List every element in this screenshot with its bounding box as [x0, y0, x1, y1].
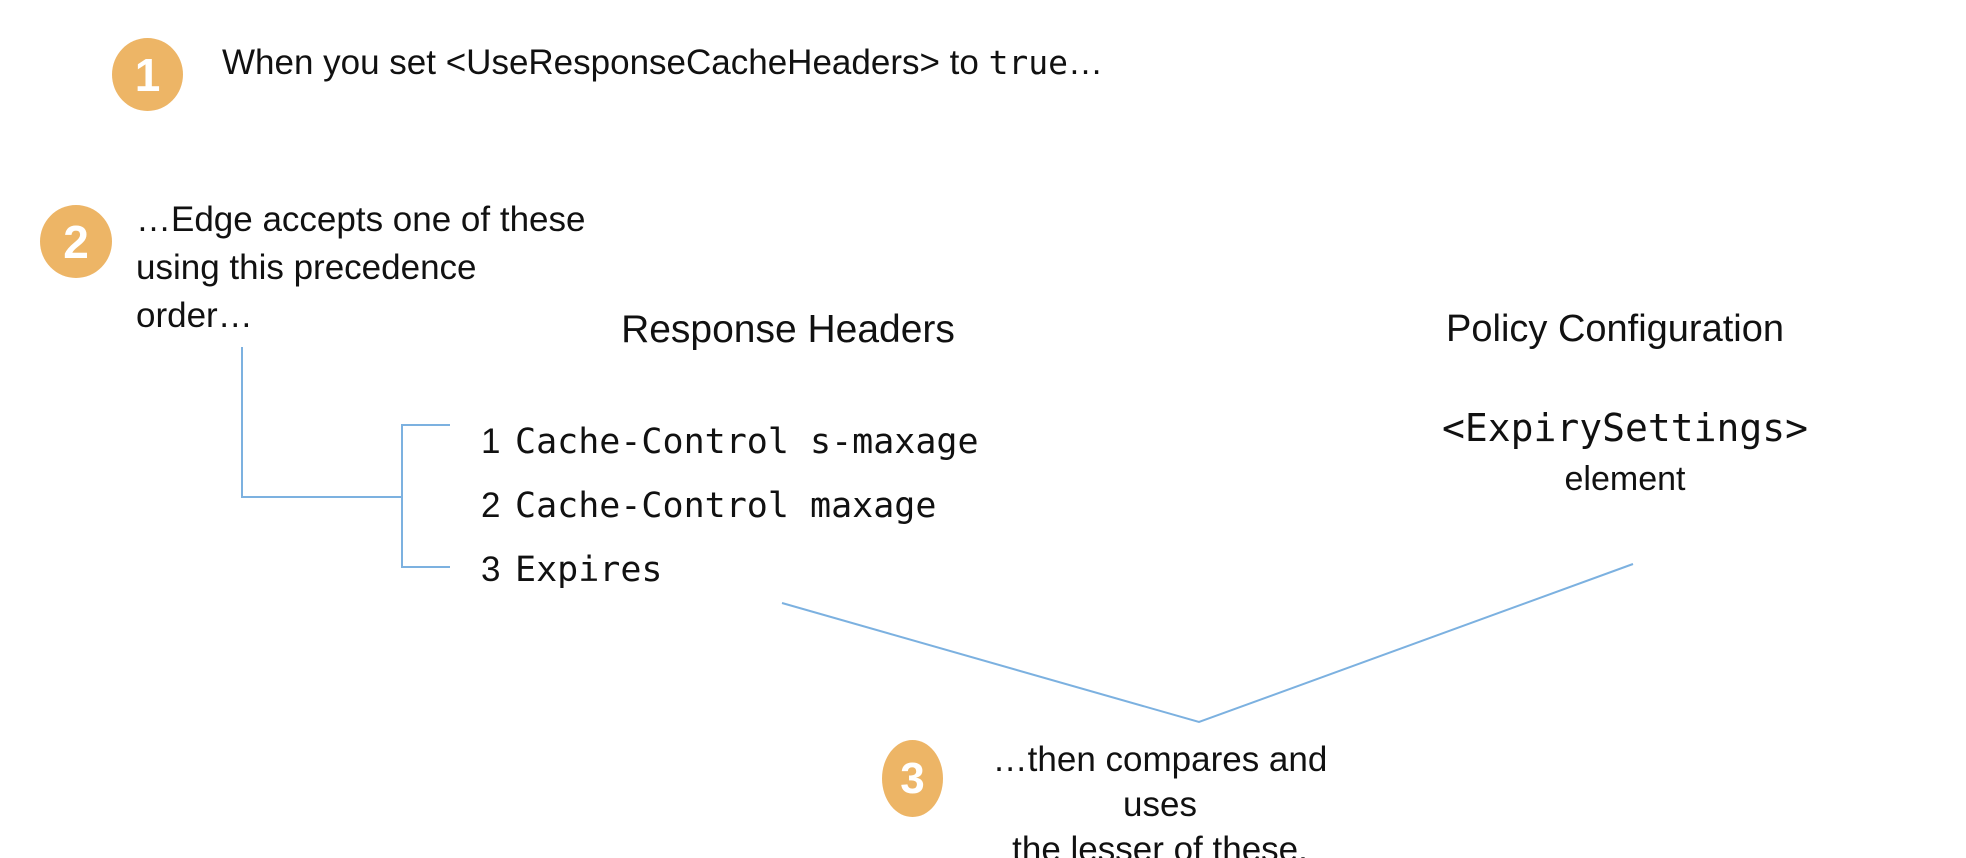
precedence-elbow-line: [241, 347, 402, 498]
step-3-number: 3: [900, 753, 925, 803]
item-1-code: Cache-Control s-maxage: [515, 422, 979, 462]
response-headers-heading: Response Headers: [621, 308, 955, 351]
step-2-line-3: order…: [136, 296, 253, 335]
step-1-code-true: true: [988, 43, 1069, 82]
item-3-code: Expires: [515, 550, 663, 590]
response-header-item: 3 Expires: [481, 541, 979, 605]
step-1-number: 1: [134, 48, 161, 101]
item-3-order: 3: [481, 550, 501, 589]
step-1-text-suffix: …: [1068, 43, 1104, 82]
step-2-line-2: using this precedence: [136, 248, 477, 287]
step-3-line-2: the lesser of these.: [1012, 830, 1308, 858]
step-1-text: When you set <UseResponseCacheHeaders> t…: [222, 40, 1103, 86]
step-2-line-1: …Edge accepts one of these: [136, 200, 586, 239]
step-3-badge: 3: [882, 740, 943, 817]
step-3-text: …then compares and uses the lesser of th…: [960, 737, 1360, 858]
response-headers-list: 1 Cache-Control s-maxage 2 Cache-Control m…: [481, 413, 979, 605]
item-2-order: 2: [481, 486, 501, 525]
step-2-number: 2: [63, 215, 89, 268]
step-1-text-prefix: When you set <UseResponseCacheHeaders> t…: [222, 43, 989, 82]
item-2-code: Cache-Control maxage: [515, 486, 937, 526]
step-3-line-1: …then compares and uses: [992, 740, 1328, 824]
policy-configuration-heading: Policy Configuration: [1446, 308, 1784, 350]
response-header-item: 1 Cache-Control s-maxage: [481, 413, 979, 477]
step-2-text: …Edge accepts one of these using this pr…: [136, 196, 596, 340]
item-1-order: 1: [481, 422, 501, 461]
precedence-bracket: [401, 424, 450, 568]
expiry-settings-element-label: element: [1564, 460, 1686, 498]
step-2-badge: 2: [40, 205, 112, 278]
expiry-settings-code: <ExpirySettings>: [1441, 406, 1809, 450]
step-1-badge: 1: [112, 38, 183, 111]
response-header-item: 2 Cache-Control maxage: [481, 477, 979, 541]
